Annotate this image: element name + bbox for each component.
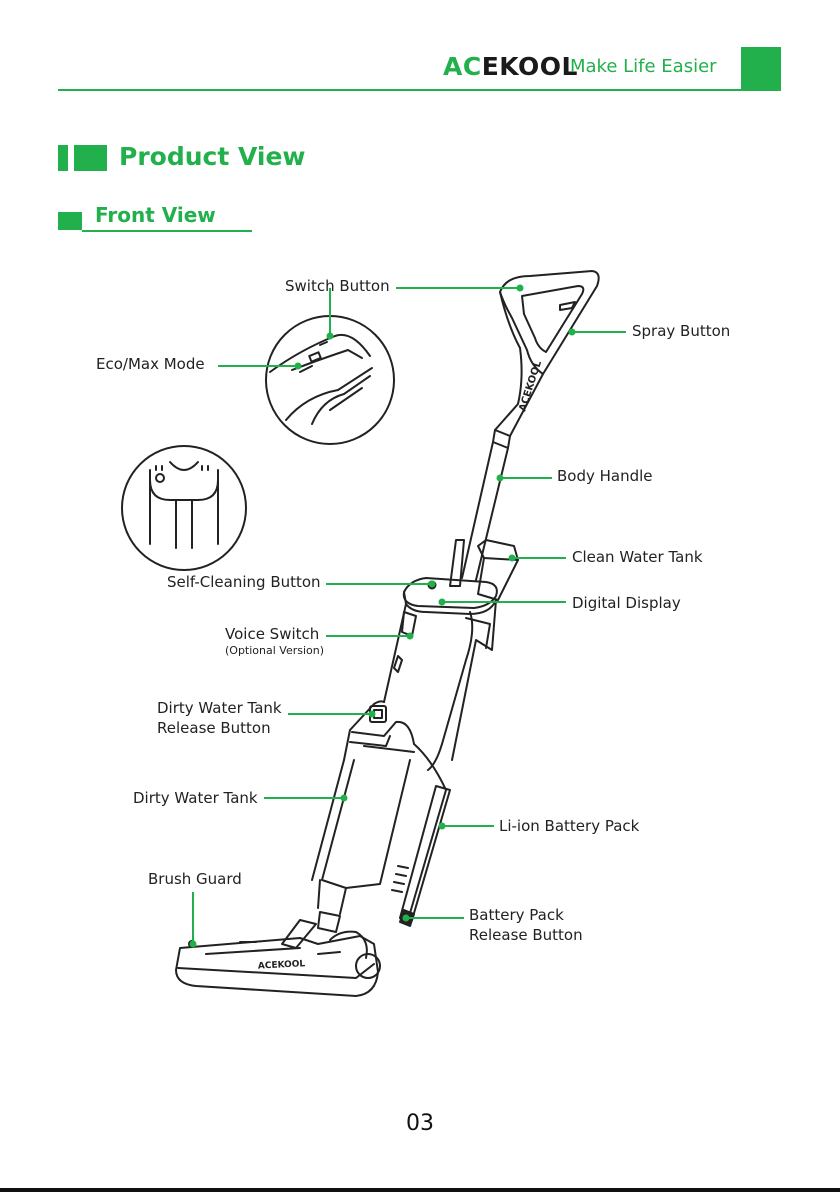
section-marker-large (74, 145, 107, 171)
label-switch-button: Switch Button (285, 277, 390, 295)
subsection-underline (82, 230, 252, 232)
header-divider (58, 89, 781, 91)
brand-logo-part2: EKOOL (481, 52, 578, 81)
brand-logo-part1: AC (443, 52, 482, 81)
label-battery-release-line1: Battery Pack (469, 906, 564, 924)
label-digital-display: Digital Display (572, 594, 681, 612)
label-brush-guard: Brush Guard (148, 870, 242, 888)
label-eco-max-mode: Eco/Max Mode (96, 355, 205, 373)
label-spray-button: Spray Button (632, 322, 731, 340)
handle-grip (499, 270, 600, 375)
subsection-marker (58, 212, 82, 230)
section-marker-small (58, 145, 68, 171)
label-battery-release-line2: Release Button (469, 926, 583, 944)
label-li-ion-battery-pack: Li-ion Battery Pack (499, 817, 640, 835)
label-voice-switch-note: (Optional Version) (225, 644, 325, 657)
battery-pack (399, 785, 451, 927)
zoom-detail-top (121, 445, 247, 571)
floor-head-brand-logo: ACEKOOL (258, 959, 306, 971)
section-title: Product View (119, 142, 306, 171)
floor-brush-head (175, 911, 381, 997)
body-handle-shaft (461, 291, 544, 581)
label-self-cleaning-button: Self-Cleaning Button (167, 573, 321, 591)
header-accent-block (741, 47, 781, 91)
leader-dots (189, 284, 576, 948)
clean-water-tank (449, 539, 519, 601)
page-number: 03 (406, 1111, 434, 1136)
bottom-edge-rule (0, 1188, 840, 1192)
brand-logo: ACEKOOL (443, 52, 578, 82)
label-body-handle: Body Handle (557, 467, 653, 485)
brand-tagline: Make Life Easier (570, 56, 717, 77)
label-clean-water-tank: Clean Water Tank (572, 548, 703, 566)
label-dirty-water-tank: Dirty Water Tank (133, 789, 258, 807)
label-dirty-tank-release-line1: Dirty Water Tank (157, 699, 282, 717)
label-voice-switch: Voice Switch (225, 625, 320, 643)
dirty-water-tank (311, 705, 447, 921)
subsection-title: Front View (95, 203, 216, 227)
label-dirty-tank-release-line2: Release Button (157, 719, 271, 737)
